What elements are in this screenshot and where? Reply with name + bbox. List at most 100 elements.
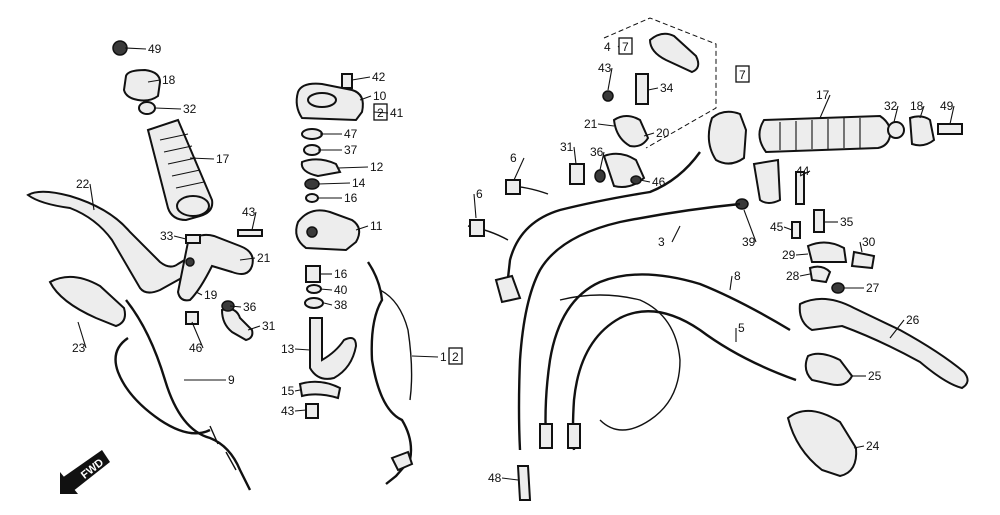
collar-16b <box>305 265 321 283</box>
callout-l9: 9 <box>228 373 235 387</box>
housing-port <box>306 226 318 238</box>
leader-l43c <box>607 67 613 91</box>
fwd-arrow-body <box>62 450 110 492</box>
callout-l31a: 31 <box>262 319 276 333</box>
clamp-21-right <box>612 115 650 148</box>
callout-l25: 25 <box>868 369 882 383</box>
leader-l22 <box>89 183 95 211</box>
leader-l48 <box>501 477 519 481</box>
callout-l43b: 43 <box>281 404 295 418</box>
callout-l12: 12 <box>370 160 384 174</box>
bar-end-weight-left <box>122 68 162 102</box>
lever-12 <box>300 158 342 178</box>
callout-l18b: 18 <box>910 99 924 113</box>
cable-end-fittings <box>209 425 237 471</box>
switch-harness <box>504 151 701 297</box>
left-grip-assembly <box>112 40 214 222</box>
callout-l36a: 36 <box>243 300 257 314</box>
cable-loop-right <box>559 294 681 431</box>
right-cables <box>516 202 797 501</box>
callout-l18a: 18 <box>162 73 176 87</box>
leader-l3 <box>671 225 681 243</box>
throttle-housing-11 <box>295 209 361 252</box>
bar-end-weight-18 <box>908 115 936 147</box>
leader-l33 <box>173 235 187 240</box>
leader-l4 <box>617 45 620 48</box>
callout-l36b: 36 <box>590 145 604 159</box>
nut-14 <box>304 178 320 190</box>
callout-l6a: 6 <box>510 151 517 165</box>
clamp-15 <box>298 380 342 400</box>
callout-l41: 41 <box>390 106 404 120</box>
leader-l21a <box>239 257 256 261</box>
screw-42 <box>341 73 353 89</box>
callout-l23: 23 <box>72 341 86 355</box>
callout-l16a: 16 <box>344 191 358 205</box>
pivot-block-29 <box>806 241 848 263</box>
leader-l46a <box>191 321 204 349</box>
callout-l17a: 17 <box>216 152 230 166</box>
callout-l43a: 43 <box>242 205 256 219</box>
callout-l44: 44 <box>796 164 810 178</box>
wire-clip-6b <box>505 179 521 195</box>
washer-36-right <box>594 169 606 183</box>
cable-5 <box>571 310 797 451</box>
callout-l41box: 2 <box>377 106 384 120</box>
callout-l17b: 17 <box>816 88 830 102</box>
pivot-bolt <box>185 257 195 267</box>
callout-l38: 38 <box>334 298 348 312</box>
nut-27 <box>831 282 845 294</box>
callout-l14: 14 <box>352 176 366 190</box>
washer-37 <box>303 144 321 156</box>
right-grip-assembly <box>758 114 963 154</box>
callout-l46a: 46 <box>189 341 203 355</box>
leader-l11 <box>355 225 369 231</box>
screw-43-center <box>305 403 319 419</box>
leader-l45 <box>783 226 793 231</box>
callout-l47: 47 <box>344 127 358 141</box>
leader-l29 <box>795 253 809 256</box>
leader-lines <box>77 45 955 481</box>
leader-l32a <box>154 107 182 110</box>
callout-l26: 26 <box>906 313 920 327</box>
leader-l26 <box>889 319 905 339</box>
callout-l46b: 46 <box>652 175 666 189</box>
collar-32-right <box>887 121 905 139</box>
washer-40 <box>306 284 322 294</box>
lever-holder-25 <box>804 352 854 386</box>
callout-l30: 30 <box>862 235 876 249</box>
callout-l34: 34 <box>660 81 674 95</box>
grip-left-end <box>176 195 210 217</box>
clutch-lever-group <box>26 190 263 491</box>
callout-l33: 33 <box>160 229 174 243</box>
leader-l31b <box>573 146 577 165</box>
callout-l11: 11 <box>370 219 383 233</box>
leader-l6a <box>513 157 525 181</box>
bolt-31-left <box>220 308 254 342</box>
callout-l19: 19 <box>204 288 218 302</box>
callout-l3: 3 <box>658 235 665 249</box>
brake-lever-26 <box>798 297 969 390</box>
clutch-cable-loop <box>114 337 211 435</box>
leader-l28 <box>799 273 811 277</box>
clutch-cable <box>125 299 252 491</box>
leader-l44 <box>799 170 811 177</box>
leader-l31a <box>247 325 261 331</box>
callout-l24: 24 <box>866 439 880 453</box>
leader-l43b <box>294 409 307 412</box>
leader-l20 <box>643 132 655 137</box>
bolt-49-right <box>937 123 963 135</box>
leader-l21b <box>597 123 615 127</box>
clutch-lever-bracket <box>176 233 254 302</box>
cable-8 <box>544 273 791 441</box>
right-switch-body <box>707 110 748 165</box>
leader-l46b <box>639 179 651 183</box>
callout-l40: 40 <box>334 283 348 297</box>
spring-28 <box>808 265 832 284</box>
leader-l36a <box>229 305 242 308</box>
callout-l27: 27 <box>866 281 880 295</box>
leader-l6b <box>473 193 477 219</box>
callout-l32a: 32 <box>183 102 197 116</box>
